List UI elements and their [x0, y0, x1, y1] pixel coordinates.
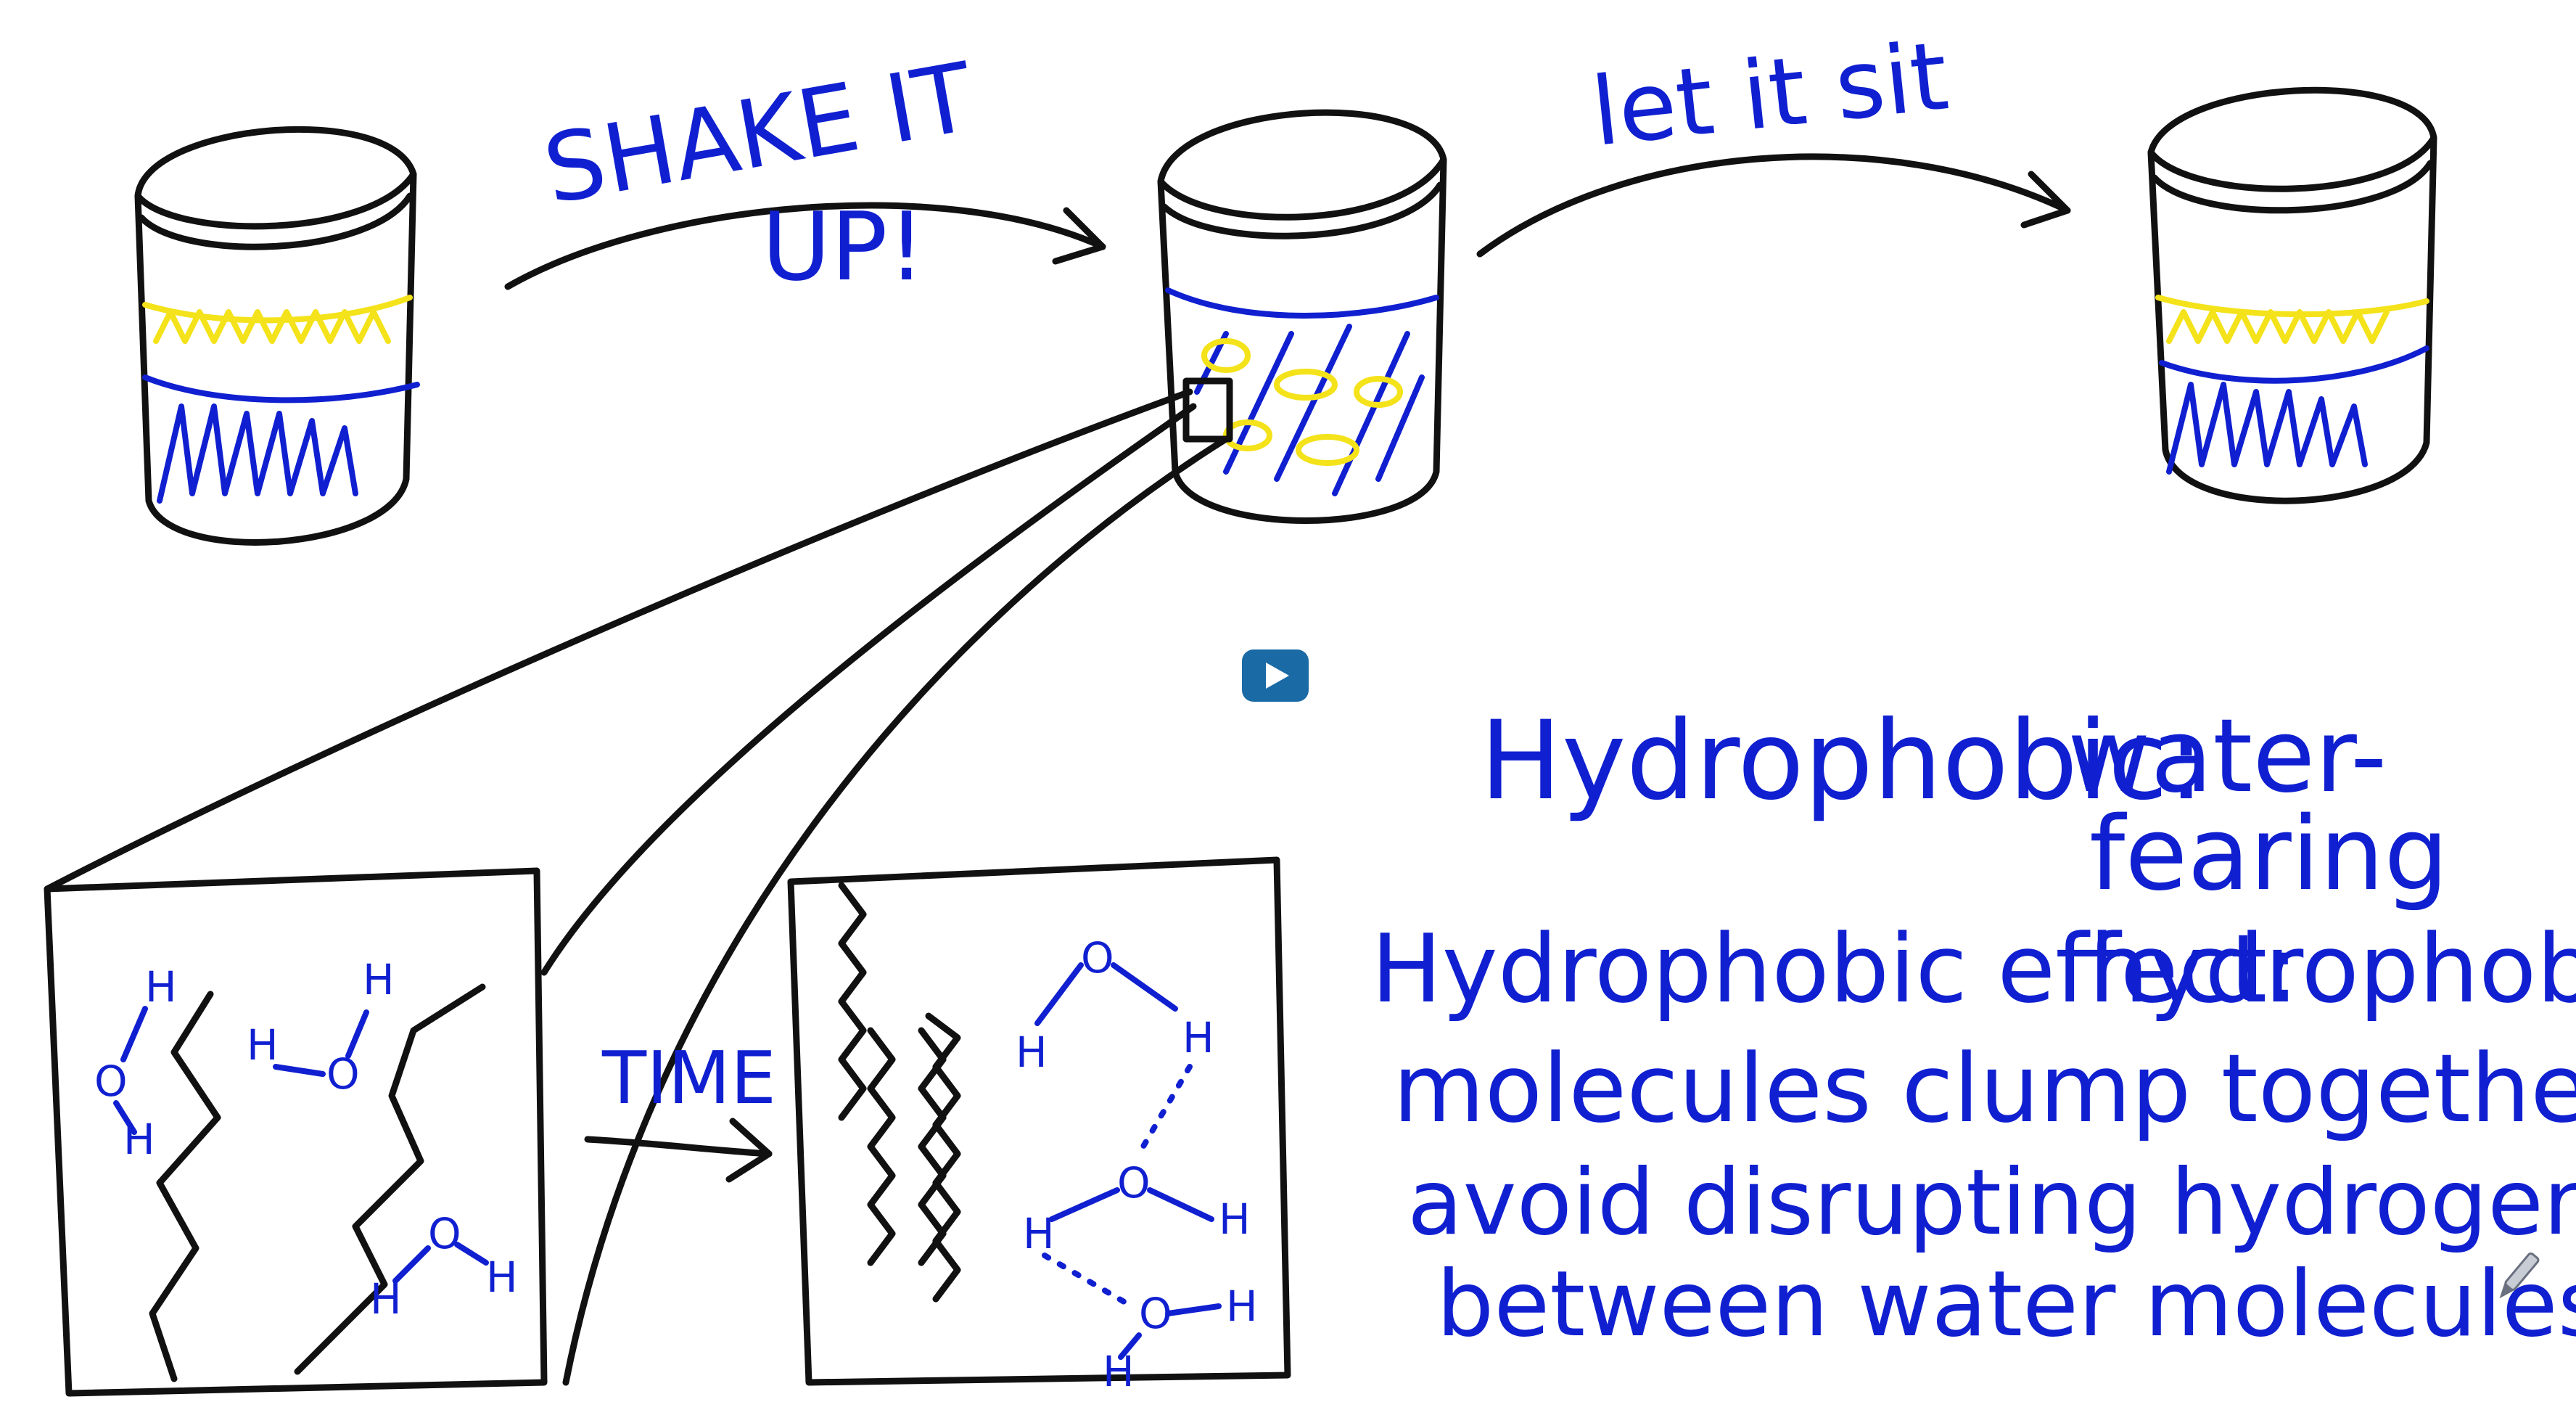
oil-chains-clumped	[838, 882, 961, 1303]
jar-after-sitting	[2147, 86, 2437, 504]
play-button[interactable]	[1242, 649, 1309, 702]
oxygen-atom: O	[428, 1209, 461, 1258]
hydrogen-atom: H	[486, 1253, 518, 1302]
shake-label-line2: UP!	[762, 192, 926, 302]
hydrogen-atom: H	[1016, 1028, 1048, 1077]
hydrogen-atom: H	[1226, 1282, 1258, 1331]
inset-before: H O H H O H O H H	[44, 867, 548, 1397]
hydrophobic-term: Hydrophobic:	[1480, 698, 2205, 824]
hydrogen-atom: H	[1182, 1013, 1214, 1062]
zoom-lines	[44, 388, 1230, 1386]
water-network: O H H O H H O H H	[1016, 933, 1258, 1396]
water-layer-settled	[2159, 345, 2429, 475]
oxygen-atom: O	[1117, 1158, 1151, 1208]
hydrophobic-def-line1: water-	[2067, 697, 2387, 816]
inset-after: O H H O H H O H H	[787, 856, 1291, 1396]
hydrogen-atom: H	[1023, 1209, 1055, 1258]
effect-def-line3: avoid disrupting hydrogen bonds	[1407, 1150, 2576, 1255]
pen-icon	[2499, 1252, 2540, 1299]
sit-arrow: let it sit	[1476, 20, 2071, 258]
hydrogen-atom: H	[1219, 1194, 1251, 1244]
mixed-water-hatching	[1194, 324, 1425, 496]
jar-before-shaking	[134, 126, 420, 546]
oil-layer	[142, 295, 413, 344]
sit-label: let it sit	[1587, 20, 1953, 168]
water-molecules-scattered: H O H H O H O H H	[94, 955, 518, 1324]
effect-term: Hydrophobic effect:	[1371, 914, 2299, 1024]
time-arrow: TIME	[584, 1036, 776, 1183]
effect-def-line1: hydrophobic	[2089, 914, 2576, 1024]
hydrophobic-def-line2: fearing	[2089, 795, 2448, 914]
oil-droplets	[1201, 338, 1403, 466]
effect-def-line2: molecules clump together to	[1393, 1033, 2576, 1144]
hydrogen-atom: H	[247, 1020, 279, 1070]
water-layer	[142, 374, 420, 504]
definitions: Hydrophobic: water- fearing Hydrophobic …	[1371, 697, 2576, 1357]
hydrogen-atom: H	[1103, 1347, 1135, 1396]
hydrogen-atom: H	[363, 955, 395, 1004]
jar-after-shaking	[1157, 109, 1447, 524]
effect-def-line4: between water molecules	[1436, 1252, 2576, 1357]
oxygen-atom: O	[326, 1049, 360, 1099]
shake-arrow: SHAKE IT UP!	[504, 41, 1106, 302]
oxygen-atom: O	[94, 1057, 128, 1106]
time-label: TIME	[601, 1036, 776, 1120]
oxygen-atom: O	[1081, 933, 1114, 983]
oil-layer-settled	[2155, 295, 2429, 344]
oil-chains-mixed	[149, 983, 486, 1382]
hydrogen-atom: H	[145, 962, 177, 1012]
play-icon	[1266, 663, 1289, 689]
